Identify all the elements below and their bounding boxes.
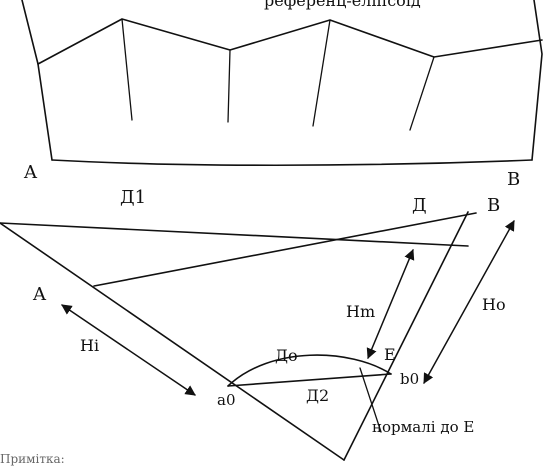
- bottom-cut-text: Примітка:: [0, 452, 65, 466]
- left-diagonal: [0, 222, 345, 461]
- label-lower-B: B: [487, 195, 500, 216]
- upper-normal-3: [312, 19, 331, 127]
- upper-zigzag-profile: [37, 18, 543, 65]
- upper-base-arc: [51, 159, 533, 167]
- upper-left-boundary: [21, 0, 53, 161]
- label-a0: a0: [217, 391, 236, 409]
- label-normals-to-E: нормалі до E: [372, 418, 474, 436]
- label-Hi: Hi: [80, 336, 99, 355]
- lower-figure: [0, 211, 515, 461]
- label-Hm: Hm: [346, 302, 375, 321]
- label-D1: Д1: [120, 187, 146, 208]
- label-D: Д: [412, 195, 427, 216]
- label-upper-A: A: [23, 162, 38, 183]
- label-lower-A: A: [32, 284, 47, 305]
- diagram-labels: референц-еліпсоїд A B Д1 Д B A Hm Ho Hi …: [0, 0, 520, 466]
- label-Do: До: [275, 346, 298, 365]
- arrow-Hi: [61, 304, 196, 396]
- upper-right-boundary: [531, 0, 543, 161]
- label-upper-B: B: [507, 169, 520, 190]
- upper-normal-2: [227, 49, 231, 123]
- upper-figure: [21, 0, 543, 167]
- label-E: E: [384, 345, 396, 364]
- long-top-line: [0, 222, 469, 247]
- arrow-Hm: [366, 249, 415, 359]
- inner-slant-line: [93, 212, 477, 287]
- normals-to-E: [359, 367, 382, 433]
- upper-normal-1: [121, 18, 133, 121]
- chord-D2: [227, 373, 392, 387]
- upper-normal-4: [409, 56, 435, 131]
- label-Ho: Ho: [482, 295, 506, 314]
- arrow-Ho: [423, 220, 515, 384]
- label-b0: b0: [400, 370, 419, 388]
- caption-reference-ellipsoid: референц-еліпсоїд: [264, 0, 421, 10]
- curve-Do: [227, 354, 392, 387]
- label-D2: Д2: [306, 386, 329, 405]
